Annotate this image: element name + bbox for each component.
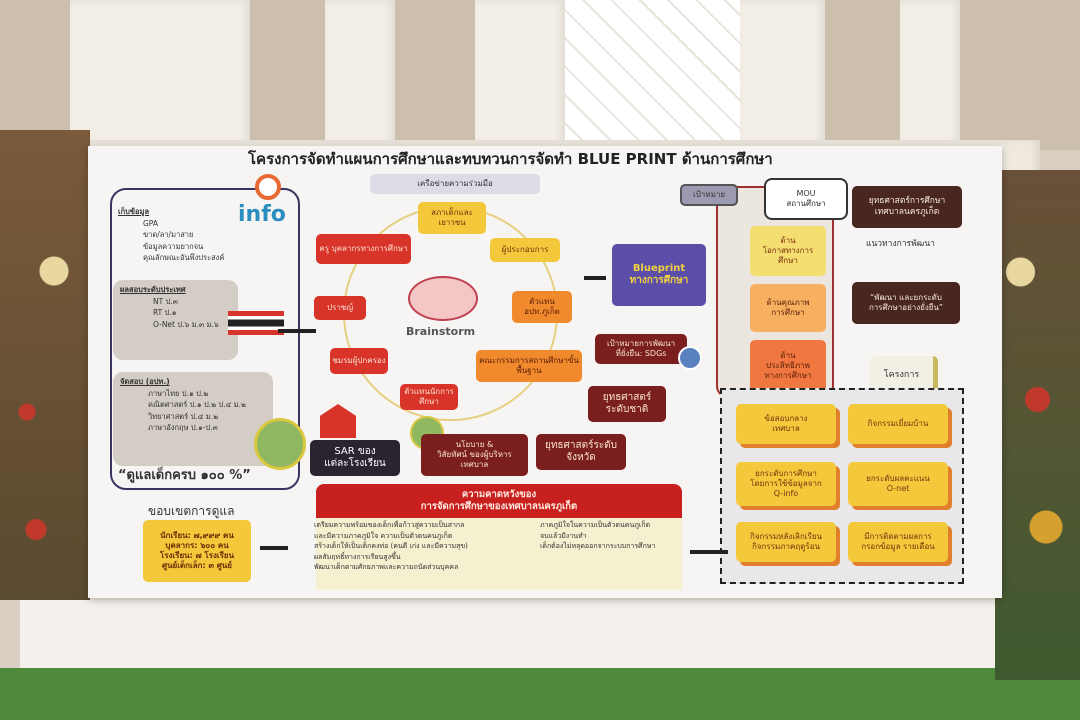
- national-heading: ผลสอบระดับประเทศ: [120, 285, 186, 294]
- collect-heading: เก็บข้อมูล: [118, 207, 150, 216]
- network-heading: เครือข่ายความร่วมมือ: [370, 174, 540, 194]
- project-card: กิจกรรมเยี่ยมบ้าน: [848, 404, 948, 444]
- pillar: [70, 0, 250, 150]
- guideline-label: แนวทางการพัฒนา: [866, 239, 935, 249]
- sdgs-box: เป้าหมายการพัฒนา ที่ยั่งยืน: SDGs: [595, 334, 687, 364]
- sar-box: SAR ของ แต่ละโรงเรียน: [310, 440, 400, 476]
- thai-flag-icon: [228, 311, 284, 335]
- project-card: ยกระดับผลคะแนน O-net: [848, 462, 948, 506]
- scope-heading: ขอบเขตการดูแล: [148, 504, 235, 518]
- banner: โครงการจัดทำแผนการศึกษาและทบทวนการจัดทำ …: [88, 146, 1002, 598]
- goal-box: ด้านคุณภาพ การศึกษา: [750, 284, 826, 332]
- banner-title: โครงการจัดทำแผนการศึกษาและทบทวนการจัดทำ …: [248, 150, 773, 168]
- brainstorm-label: Brainstorm: [406, 325, 476, 338]
- school-icon: [320, 404, 356, 438]
- goal-box: ด้าน ประสิทธิภาพ ทางการศึกษา: [750, 340, 826, 392]
- develop-box: “พัฒนา และยกระดับ การศึกษาอย่างยั่งยืน”: [852, 282, 960, 324]
- pillar: [900, 0, 960, 150]
- pillar: [475, 0, 565, 150]
- stage: [20, 600, 1060, 670]
- care-slogan: “ดูแลเด็กครบ ๑๐๐ %”: [118, 468, 251, 483]
- network-node: ครู บุคลากรทางการศึกษา: [316, 234, 411, 264]
- target-icon: [255, 174, 281, 200]
- scope-box: นักเรียน: ๗,๙๙๙ คนบุคลากร: ๖๐๐ คนโรงเรีย…: [143, 520, 251, 582]
- data-panel: [110, 188, 300, 490]
- window: [565, 0, 740, 150]
- flowers-left: [0, 130, 90, 600]
- network-node: ผู้ประกอบการ: [490, 238, 560, 262]
- expectations-body: [316, 518, 682, 590]
- pillar: [325, 0, 395, 150]
- expectations-right: ภาคภูมิใจในความเป็นตัวตนคนภูเก็ตจบแล้วมี…: [540, 521, 656, 550]
- blueprint-box: Blueprint ทางการศึกษา: [612, 244, 706, 306]
- arrow: [690, 550, 728, 554]
- arrow: [584, 276, 606, 280]
- network-node: ปราชญ์: [314, 296, 366, 320]
- network-node: สภาเด็กและเยาวชน: [418, 202, 486, 234]
- local-box: [113, 372, 273, 466]
- grass: [0, 668, 1080, 720]
- network-node: ตัวแทน อปท.ภูเก็ต: [512, 291, 572, 323]
- arrow: [260, 546, 288, 550]
- project-card: ข้อสอบกลาง เทศบาล: [736, 404, 836, 444]
- policy-box: นโยบาย & วิสัยทัศน์ ของผู้บริหาร เทศบาล: [421, 434, 528, 476]
- project-card: ยกระดับการศึกษา โดยการใช้ข้อมูลจาก Q-inf…: [736, 462, 836, 506]
- brain-icon: [408, 276, 478, 321]
- goal-label: เป้าหมาย: [680, 184, 738, 206]
- arrow: [278, 329, 316, 333]
- strategy-box: ยุทธศาสตร์การศึกษา เทศบาลนครภูเก็ต: [852, 186, 962, 228]
- national-box: [113, 280, 238, 360]
- network-node: ชมรมผู้ปกครอง: [330, 348, 388, 374]
- goal-box: ด้าน โอกาสทางการ ศึกษา: [750, 226, 826, 276]
- network-node: ตัวแทนนักการศึกษา: [400, 384, 458, 410]
- local-items: ภาษาไทย ป.๑ ป.๒คณิตศาสตร์ ป.๑ ป.๒ ป.๔ ม.…: [148, 389, 246, 432]
- expectations-heading: ความคาดหวังของ การจัดการศึกษาของเทศบาลนค…: [316, 484, 682, 518]
- project-card: กิจกรรมหลังเลิกเรียน กิจกรรมภาคฤดูร้อน: [736, 522, 836, 562]
- local-heading: จัดสอบ (อปท.): [120, 377, 170, 386]
- un-logo-icon: [678, 346, 702, 370]
- national-strategy-box: ยุทธศาสตร์ ระดับชาติ: [588, 386, 666, 422]
- pillar: [740, 0, 825, 150]
- project-card: มีการติดตามผลการ กรอกข้อมูล รายเดือน: [848, 522, 948, 562]
- municipal-seal: [254, 418, 306, 470]
- mou-box: MOU สถานศึกษา: [764, 178, 848, 220]
- info-logo: info: [238, 202, 286, 227]
- flowers-right: [995, 170, 1080, 680]
- network-node: คณะกรรมการสถานศึกษาขั้นพื้นฐาน: [476, 350, 582, 382]
- province-strategy-box: ยุทธศาสตร์ระดับ จังหวัด: [536, 434, 626, 470]
- expectations-left: เตรียมความพร้อมของเด็กเพื่อก้าวสู่ความเป…: [314, 521, 468, 571]
